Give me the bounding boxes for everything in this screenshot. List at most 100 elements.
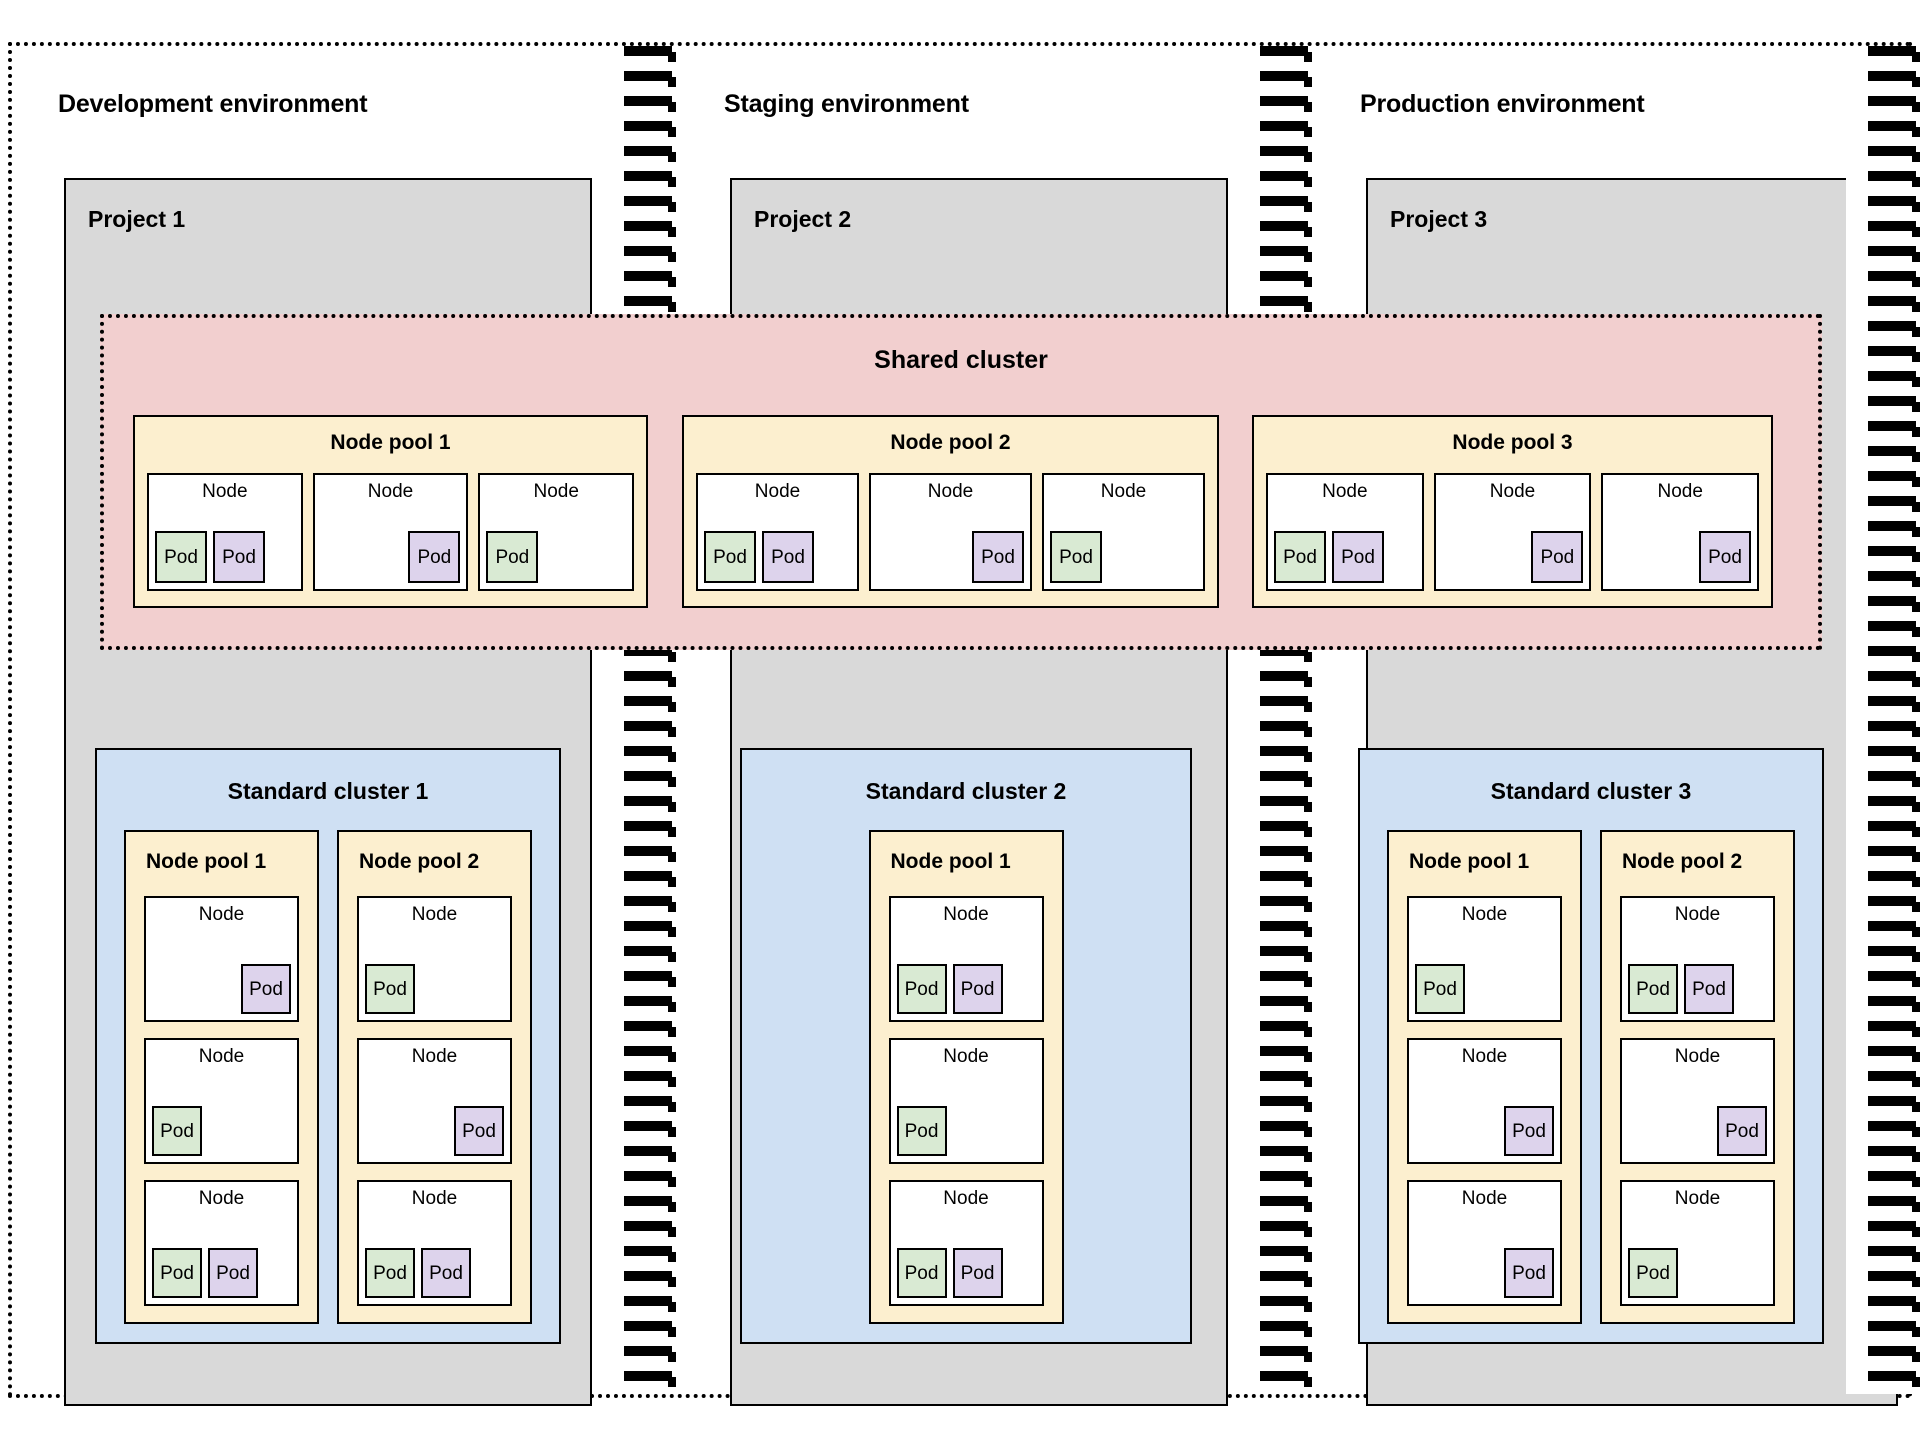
pod-green[interactable]: Pod bbox=[704, 531, 756, 583]
divider-nub bbox=[1912, 202, 1920, 212]
pod-purple[interactable]: Pod bbox=[1717, 1106, 1767, 1156]
divider-nub bbox=[1912, 902, 1920, 912]
divider-bar bbox=[624, 671, 672, 681]
divider-bar bbox=[1868, 471, 1916, 481]
divider-bar bbox=[1868, 546, 1916, 556]
pod-purple[interactable]: Pod bbox=[241, 964, 291, 1014]
divider-bar bbox=[1868, 521, 1916, 531]
pod-green[interactable]: Pod bbox=[152, 1106, 202, 1156]
pod-purple[interactable]: Pod bbox=[952, 1248, 1003, 1298]
divider-nub bbox=[668, 952, 676, 962]
pod-green[interactable]: Pod bbox=[1050, 531, 1102, 583]
node-label: Node bbox=[1461, 1188, 1508, 1209]
divider-bar bbox=[1868, 896, 1916, 906]
pod-purple[interactable]: Pod bbox=[1504, 1248, 1554, 1298]
divider-bar bbox=[624, 271, 672, 281]
pod-purple[interactable]: Pod bbox=[1684, 964, 1734, 1014]
divider-bar bbox=[624, 971, 672, 981]
pod-purple[interactable]: Pod bbox=[1504, 1106, 1554, 1156]
divider-nub bbox=[1912, 1052, 1920, 1062]
divider-nub bbox=[1304, 52, 1312, 62]
divider-bar bbox=[1868, 921, 1916, 931]
pod-green[interactable]: Pod bbox=[365, 964, 415, 1014]
pod-purple[interactable]: Pod bbox=[1699, 531, 1752, 583]
pod-green[interactable]: Pod bbox=[896, 1106, 947, 1156]
node-label: Node bbox=[1489, 481, 1536, 502]
node-pool-title: Node pool 1 bbox=[890, 850, 1011, 873]
divider-bar bbox=[624, 1121, 672, 1131]
pod-green[interactable]: Pod bbox=[152, 1248, 202, 1298]
divider-nub bbox=[1912, 527, 1920, 537]
divider-bar bbox=[624, 1271, 672, 1281]
divider-bar bbox=[1260, 746, 1308, 756]
pod-green[interactable]: Pod bbox=[155, 531, 207, 583]
pod-purple[interactable]: Pod bbox=[408, 531, 461, 583]
pod-purple[interactable]: Pod bbox=[972, 531, 1024, 583]
divider-bar bbox=[1260, 196, 1308, 206]
pod-purple[interactable]: Pod bbox=[952, 964, 1003, 1014]
divider-nub bbox=[1304, 652, 1312, 662]
node-label: Node bbox=[943, 904, 989, 925]
pod-purple[interactable]: Pod bbox=[1332, 531, 1384, 583]
divider-bar bbox=[624, 96, 672, 106]
pod-green[interactable]: Pod bbox=[1628, 964, 1678, 1014]
divider-bar bbox=[1260, 71, 1308, 81]
pod-green[interactable]: Pod bbox=[365, 1248, 415, 1298]
pod-purple[interactable]: Pod bbox=[208, 1248, 258, 1298]
pod-purple[interactable]: Pod bbox=[421, 1248, 471, 1298]
divider-nub bbox=[1912, 52, 1920, 62]
pod-purple[interactable]: Pod bbox=[762, 531, 814, 583]
node-pool-title: Node pool 3 bbox=[1452, 431, 1573, 454]
pod-green[interactable]: Pod bbox=[1274, 531, 1326, 583]
pod-purple[interactable]: Pod bbox=[213, 531, 265, 583]
pod-green[interactable]: Pod bbox=[1628, 1248, 1678, 1298]
node-label: Node bbox=[927, 481, 974, 502]
pod-green[interactable]: Pod bbox=[1415, 964, 1465, 1014]
divider-bar bbox=[1260, 796, 1308, 806]
divider-nub bbox=[1912, 502, 1920, 512]
divider-nub bbox=[668, 702, 676, 712]
node-label: Node bbox=[1461, 1046, 1508, 1067]
pod-green[interactable]: Pod bbox=[486, 531, 539, 583]
divider-nub bbox=[668, 802, 676, 812]
pod-purple[interactable]: Pod bbox=[454, 1106, 504, 1156]
divider-nub bbox=[668, 1102, 676, 1112]
divider-nub bbox=[1304, 802, 1312, 812]
pod-green[interactable]: Pod bbox=[896, 1248, 947, 1298]
pod-purple[interactable]: Pod bbox=[1531, 531, 1584, 583]
divider-nub bbox=[1912, 1352, 1920, 1362]
pod-green[interactable]: Pod bbox=[896, 964, 947, 1014]
divider-bar bbox=[1260, 1271, 1308, 1281]
